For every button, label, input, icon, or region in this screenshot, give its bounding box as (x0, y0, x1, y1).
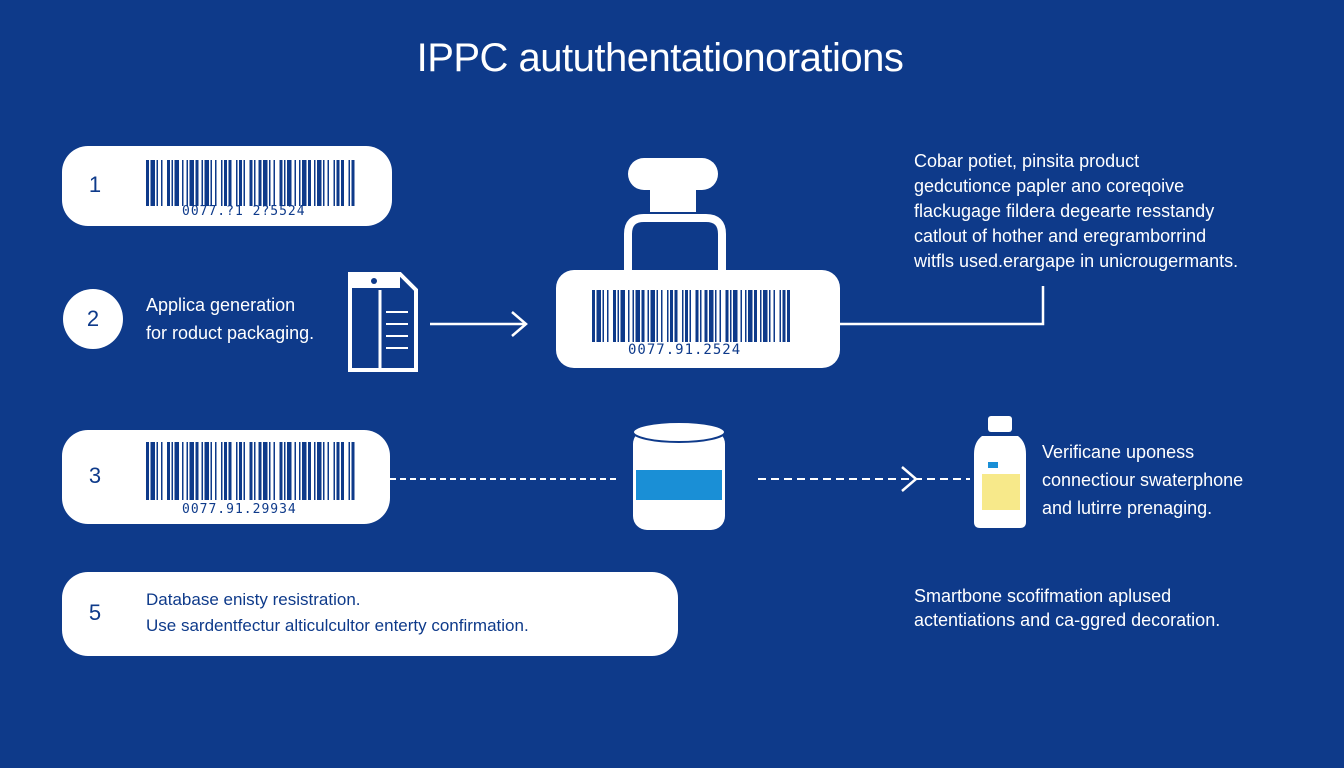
step-3-pill: 3 0077.91.29934 (62, 430, 390, 524)
step-2-circle: 2 (63, 289, 123, 349)
verify-text-line-2: connectiour swaterphone (1042, 470, 1244, 490)
bottom-right-line-1: Smartbone scofifmation aplused (914, 586, 1172, 606)
step-1-code: 0077.?1 2?5524 (182, 204, 306, 219)
vial-icon (974, 416, 1026, 528)
verify-text-line-3: and lutirre prenaging. (1042, 498, 1213, 518)
arrow-right-icon (430, 311, 528, 337)
container-icon (632, 421, 726, 530)
dashed-connector (390, 478, 616, 480)
step-5-pill: 5 Database enisty resistration. Use sard… (62, 572, 678, 656)
verify-text-line-1: Verificane uponess (1042, 442, 1195, 462)
step-5-text-line-1: Database enisty resistration. (146, 590, 361, 609)
label-barcode-icon (592, 290, 790, 342)
step-3-code: 0077.91.29934 (182, 502, 297, 517)
page-title: IPPC aututhentationorations (416, 36, 904, 80)
barcode-icon (146, 442, 355, 500)
bottle-icon (624, 158, 726, 272)
step-3-number: 3 (88, 463, 102, 488)
document-icon (348, 272, 418, 372)
step-2-number: 2 (86, 306, 100, 331)
step-2-text-line-1: Applica generation (146, 295, 296, 315)
step-2-text-line-2: for roduct packaging. (146, 323, 315, 343)
info-top-line-5: witfls used.erargape in unicrougermants. (914, 251, 1239, 271)
bottom-right-line-2: actentiations and ca-ggred decoration. (914, 610, 1221, 630)
connector-line (840, 286, 1045, 326)
step-1-pill: 1 0077.?1 2?5524 (62, 146, 392, 226)
barcode-icon (146, 160, 355, 206)
info-top-line-4: catlout of hother and eregramborrind (914, 226, 1207, 246)
dashed-arrow-icon (758, 466, 970, 492)
product-label: 0077.91.2524 (556, 270, 840, 368)
step-5-number: 5 (88, 600, 102, 625)
step-5-text-line-2: Use sardentfectur alticulcultor enterty … (146, 616, 529, 635)
info-top-line-1: Cobar potiet, pinsita product (914, 151, 1140, 171)
info-top-line-3: flackugage fildera degearte resstandy (914, 201, 1215, 221)
step-1-number: 1 (88, 172, 102, 197)
info-top-line-2: gedcutionce papler ano coreqoive (914, 176, 1185, 196)
label-code: 0077.91.2524 (628, 342, 742, 358)
